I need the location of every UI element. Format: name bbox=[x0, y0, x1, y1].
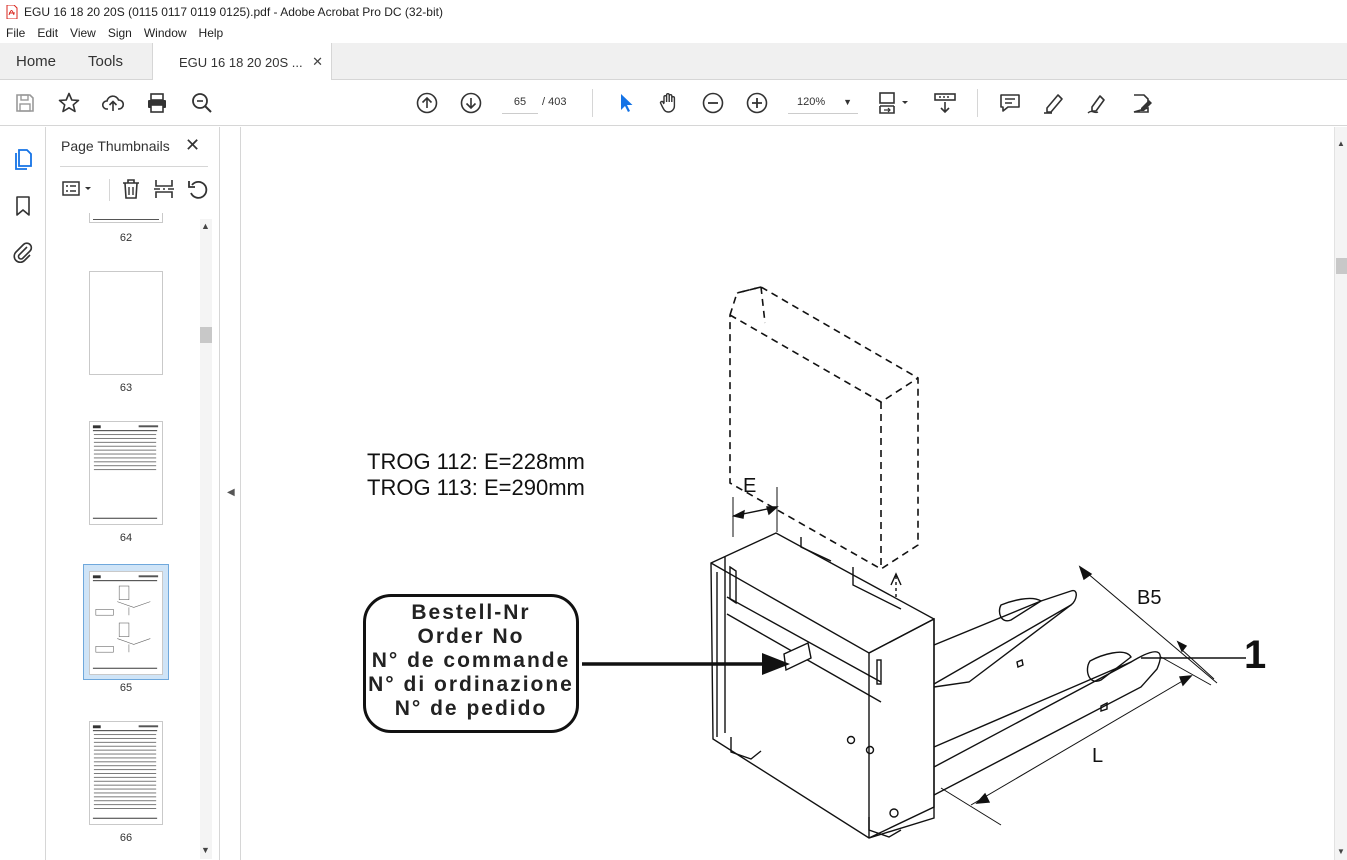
tab-document[interactable]: EGU 16 18 20 20S ... ✕ bbox=[152, 43, 332, 81]
draw-sign-icon[interactable] bbox=[1086, 91, 1110, 115]
page-number-input[interactable] bbox=[502, 90, 538, 114]
menu-window[interactable]: Window bbox=[143, 26, 187, 40]
thumbnail-page-64[interactable] bbox=[89, 421, 163, 525]
pdf-file-icon bbox=[6, 4, 18, 19]
menu-view[interactable]: View bbox=[70, 26, 96, 40]
thumbnail-label: 64 bbox=[119, 532, 133, 544]
tab-bar: Home Tools EGU 16 18 20 20S ... ✕ bbox=[0, 43, 1347, 81]
thumbnail-page-66[interactable] bbox=[89, 721, 163, 825]
thumbnail-content bbox=[92, 425, 159, 519]
panel-divider bbox=[60, 166, 208, 167]
thumbnail-content bbox=[92, 725, 159, 819]
tab-home[interactable]: Home bbox=[16, 53, 57, 70]
rotate-page-icon[interactable] bbox=[186, 177, 210, 201]
attachment-icon[interactable] bbox=[11, 240, 35, 264]
comment-icon[interactable] bbox=[998, 91, 1022, 115]
dimension-b5-label: B5 bbox=[1137, 587, 1162, 609]
panel-title: Page Thumbnails bbox=[61, 138, 170, 154]
trog-113-text: TROG 113: E=290mm bbox=[367, 475, 585, 500]
scrollbar-thumb[interactable] bbox=[1336, 258, 1347, 274]
title-bar: EGU 16 18 20 20S (0115 0117 0119 0125).p… bbox=[0, 0, 1347, 23]
menu-edit[interactable]: Edit bbox=[37, 26, 59, 40]
thumbnail-page-63[interactable] bbox=[89, 271, 163, 375]
next-page-icon[interactable] bbox=[459, 91, 483, 115]
zoom-in-icon[interactable] bbox=[745, 91, 769, 115]
zoom-select[interactable]: 120% ▼ bbox=[788, 90, 858, 114]
thumbnail-label: 62 bbox=[119, 232, 133, 244]
item-number-label: 1 bbox=[1244, 633, 1267, 677]
close-panel-icon[interactable]: ✕ bbox=[185, 135, 201, 155]
toolbar-divider bbox=[977, 89, 978, 117]
document-scrollbar[interactable]: ▲ ▼ bbox=[1334, 127, 1347, 860]
panel-splitter[interactable]: ◀ bbox=[220, 127, 241, 860]
options-menu-icon[interactable] bbox=[61, 177, 95, 201]
left-nav-rail bbox=[0, 127, 46, 860]
menu-file[interactable]: File bbox=[6, 26, 26, 40]
scroll-up-icon[interactable]: ▲ bbox=[1337, 139, 1345, 148]
collapse-panel-icon[interactable]: ◀ bbox=[227, 487, 235, 498]
zoom-value: 120% bbox=[797, 96, 826, 108]
document-view[interactable]: TROG 112: E=228mm TROG 113: E=290mm bbox=[241, 127, 1334, 860]
thumbnail-content bbox=[92, 575, 159, 669]
thumbnail-label: 63 bbox=[119, 382, 133, 394]
scroll-mode-icon[interactable] bbox=[933, 91, 957, 115]
scroll-down-icon[interactable]: ▼ bbox=[201, 845, 210, 855]
insert-page-icon[interactable] bbox=[152, 177, 176, 201]
window-title: EGU 16 18 20 20S (0115 0117 0119 0125).p… bbox=[24, 4, 443, 19]
thumbnail-scrollbar[interactable]: ▲ ▼ bbox=[200, 219, 212, 859]
fit-page-icon[interactable] bbox=[878, 91, 912, 115]
thumbnail-label: 66 bbox=[119, 832, 133, 844]
highlight-pen-icon[interactable] bbox=[1042, 91, 1066, 115]
main-toolbar bbox=[0, 80, 1347, 126]
hand-tool-icon[interactable] bbox=[657, 91, 681, 115]
bookmark-icon[interactable] bbox=[11, 194, 35, 218]
callout-line: N° di ordinazione bbox=[368, 673, 574, 696]
technical-drawing bbox=[582, 286, 1246, 839]
order-number-callout: Bestell-Nr Order No N° de commande N° di… bbox=[363, 594, 579, 733]
trog-112-text: TROG 112: E=228mm bbox=[367, 449, 585, 474]
previous-page-icon[interactable] bbox=[415, 91, 439, 115]
page-thumbnails-panel: Page Thumbnails ✕ 62 63 bbox=[46, 127, 220, 860]
panel-tools-divider bbox=[109, 179, 110, 201]
scroll-down-icon[interactable]: ▼ bbox=[1337, 847, 1345, 856]
upload-cloud-icon[interactable] bbox=[101, 91, 125, 115]
toolbar-divider bbox=[592, 89, 593, 117]
chevron-down-icon: ▼ bbox=[843, 97, 852, 107]
thumbnail-page-65[interactable] bbox=[89, 571, 163, 675]
thumbnail-page-62[interactable] bbox=[89, 213, 163, 223]
menu-help[interactable]: Help bbox=[198, 26, 224, 40]
callout-line: Order No bbox=[417, 625, 525, 648]
page-total: / 403 bbox=[542, 96, 567, 108]
print-icon[interactable] bbox=[145, 91, 169, 115]
scrollbar-thumb[interactable] bbox=[200, 327, 212, 343]
menu-sign[interactable]: Sign bbox=[107, 26, 132, 40]
select-cursor-icon[interactable] bbox=[614, 91, 638, 115]
tab-document-label: EGU 16 18 20 20S ... bbox=[179, 54, 303, 70]
dimension-e-label: E bbox=[743, 475, 757, 497]
delete-page-icon[interactable] bbox=[119, 177, 143, 201]
search-zoom-icon[interactable] bbox=[190, 91, 214, 115]
star-icon[interactable] bbox=[57, 91, 81, 115]
thumbnail-label: 65 bbox=[119, 682, 133, 694]
dimension-l-label: L bbox=[1092, 745, 1104, 767]
zoom-out-icon[interactable] bbox=[701, 91, 725, 115]
tab-tools[interactable]: Tools bbox=[88, 53, 124, 70]
scroll-up-icon[interactable]: ▲ bbox=[201, 221, 210, 231]
callout-line: Bestell-Nr bbox=[411, 601, 531, 624]
menu-bar: File Edit View Sign Window Help bbox=[0, 23, 1347, 43]
close-tab-icon[interactable]: ✕ bbox=[312, 54, 323, 69]
callout-line: N° de pedido bbox=[394, 697, 548, 720]
page-thumbnails-icon[interactable] bbox=[11, 147, 35, 171]
fill-sign-icon[interactable] bbox=[1130, 91, 1154, 115]
callout-line: N° de commande bbox=[371, 649, 571, 672]
save-icon[interactable] bbox=[13, 91, 37, 115]
